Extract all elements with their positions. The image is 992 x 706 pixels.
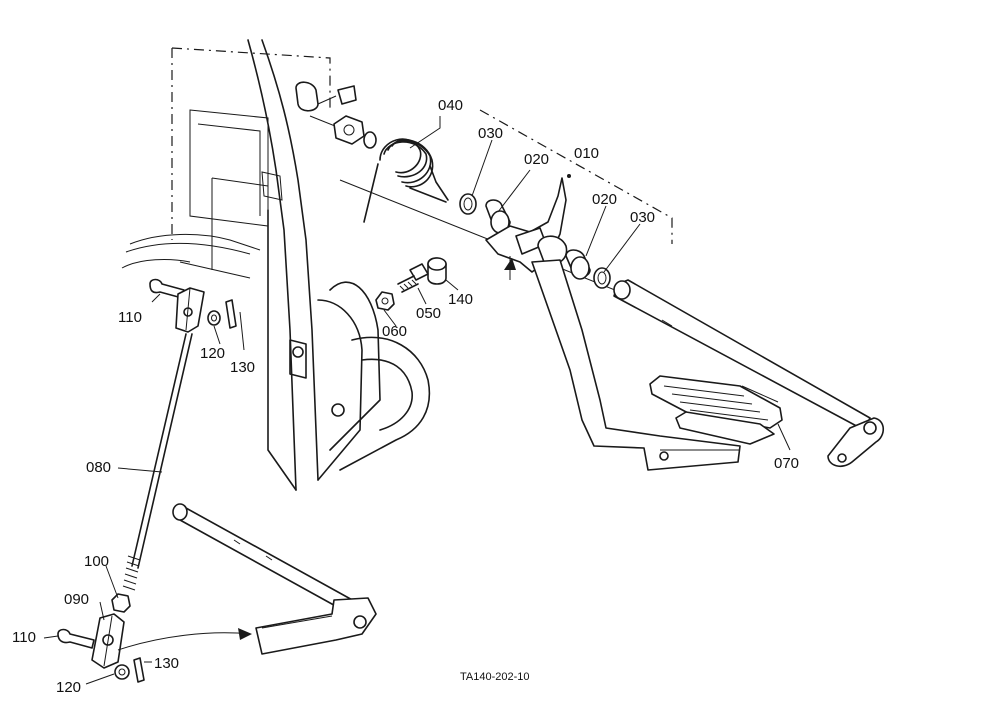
cotter-pin-130-upper <box>225 299 237 329</box>
frame-panel <box>121 39 431 491</box>
snap-ring-030-left <box>459 193 477 215</box>
clevis-090-lower <box>91 613 125 669</box>
label-050: 050 <box>416 305 441 322</box>
label-080: 080 <box>86 459 111 476</box>
washer-120-upper <box>207 310 221 326</box>
cap-140 <box>427 257 447 285</box>
label-010: 010 <box>574 145 599 162</box>
bolt-050 <box>397 263 429 293</box>
pedal-pad-070 <box>649 375 783 445</box>
clevis-pin-110-lower <box>57 628 95 649</box>
label-070: 070 <box>774 455 799 472</box>
clevis-upper <box>175 287 205 333</box>
label-020-right: 020 <box>592 191 617 208</box>
cotter-pin-130-lower <box>133 657 145 683</box>
label-030-left: 030 <box>478 125 503 142</box>
washer-120-lower <box>114 664 130 680</box>
shaft-nut <box>333 115 377 149</box>
bushing-020-right <box>565 249 591 280</box>
label-060: 060 <box>382 323 407 340</box>
leader-lines <box>43 109 791 685</box>
pedal-arm-010 <box>485 174 741 471</box>
torsion-spring-040 <box>363 138 449 223</box>
part-labels: 040 030 020 010 020 030 140 050 060 070 … <box>12 97 799 696</box>
label-040: 040 <box>438 97 463 114</box>
lower-lever <box>172 503 377 655</box>
label-140: 140 <box>448 291 473 308</box>
pedal-shaft <box>613 279 885 468</box>
label-100: 100 <box>84 553 109 570</box>
frame-boss <box>295 81 357 112</box>
label-090: 090 <box>64 591 89 608</box>
rod-080 <box>122 333 193 591</box>
label-120-lower: 120 <box>56 679 81 696</box>
label-110-lower: 110 <box>12 629 36 646</box>
figure-code: TA140-202-10 <box>460 671 530 683</box>
label-030-right: 030 <box>630 209 655 226</box>
label-110-upper: 110 <box>118 309 142 326</box>
connection-arrow <box>117 628 252 651</box>
nut-100 <box>111 593 131 613</box>
nut-060 <box>375 291 395 311</box>
label-120-upper: 120 <box>200 345 225 362</box>
label-020-left: 020 <box>524 151 549 168</box>
label-130-lower: 130 <box>154 655 179 672</box>
label-130-upper: 130 <box>230 359 255 376</box>
snap-ring-030-right <box>593 267 611 289</box>
